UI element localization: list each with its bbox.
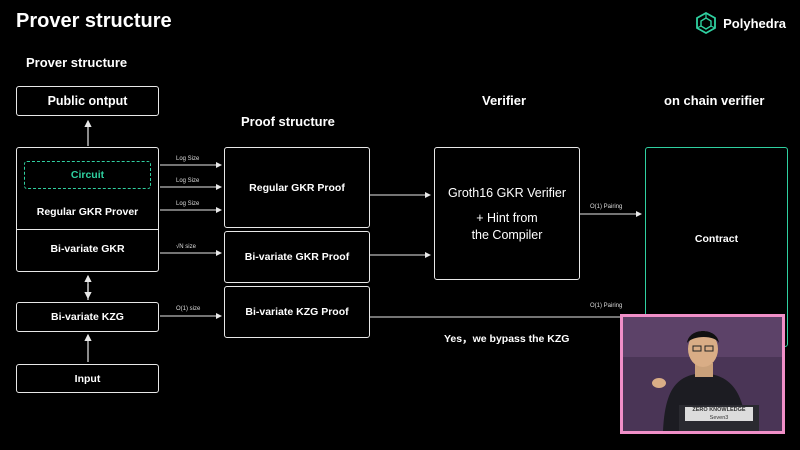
heading-prover-structure: Prover structure (26, 55, 128, 70)
verifier-line-2: + Hint from (476, 210, 538, 225)
speaker-photo (623, 317, 782, 431)
verifier-line-3: the Compiler (471, 227, 543, 242)
regular-gkr-proof-box: Regular GKR Proof (224, 147, 370, 228)
podium-text-1: ZERO KNOWLEDGE (692, 407, 746, 413)
page-title: Prover structure (16, 10, 172, 32)
circuit-box: Circuit (24, 161, 151, 189)
bivariate-kzg-proof-label: Bi-variate KZG Proof (245, 306, 349, 318)
bivariate-kzg-proof-box: Bi-variate KZG Proof (224, 286, 370, 338)
webcam-overlay: ZERO KNOWLEDGE Seven3 (620, 314, 785, 434)
edge-label-o1-pairing-2: O(1) Pairing (590, 303, 623, 309)
contract-label: Contract (694, 233, 739, 245)
public-output-box: Public ontput (16, 86, 159, 116)
edge-label-o1-pairing-1: O(1) Pairing (590, 204, 623, 210)
regular-gkr-prover-box (16, 147, 159, 272)
input-box: Input (16, 364, 159, 393)
verifier-line-1: Groth16 GKR Verifier (447, 185, 567, 200)
edge-label-sqrt-n-size: √N size (176, 244, 196, 250)
bypass-note: Yes，we bypass the KZG (444, 333, 570, 345)
bivariate-kzg-box: Bi-variate KZG (16, 302, 159, 332)
heading-verifier: Verifier (482, 93, 527, 108)
regular-gkr-prover-label: Regular GKR Prover (36, 206, 139, 218)
polyhedra-logo-icon (696, 12, 717, 34)
circuit-label: Circuit (70, 169, 105, 181)
edge-label-log-size-2: Log Size (176, 178, 200, 184)
bivariate-gkr-proof-label: Bi-variate GKR Proof (244, 251, 350, 263)
edge-label-log-size-1: Log Size (176, 156, 200, 162)
input-label: Input (74, 372, 101, 385)
heading-on-chain-verifier: on chain verifier (664, 93, 765, 108)
bivariate-kzg-label: Bi-variate KZG (51, 311, 124, 323)
edge-label-log-size-3: Log Size (176, 201, 200, 207)
bivariate-gkr-label: Bi-variate GKR (50, 243, 125, 255)
heading-proof-structure: Proof structure (241, 114, 335, 129)
groth16-verifier-box: Groth16 GKR Verifier + Hint from the Com… (434, 147, 580, 280)
logo: Polyhedra (695, 12, 786, 34)
regular-gkr-proof-label: Regular GKR Proof (249, 181, 345, 194)
podium-text-2: Seven3 (709, 415, 729, 421)
bivariate-gkr-proof-box: Bi-variate GKR Proof (224, 231, 370, 283)
logo-text: Polyhedra (723, 15, 786, 31)
edge-label-o1-size: O(1) size (176, 306, 201, 312)
prover-divider (16, 229, 159, 230)
public-output-label: Public ontput (47, 94, 128, 108)
